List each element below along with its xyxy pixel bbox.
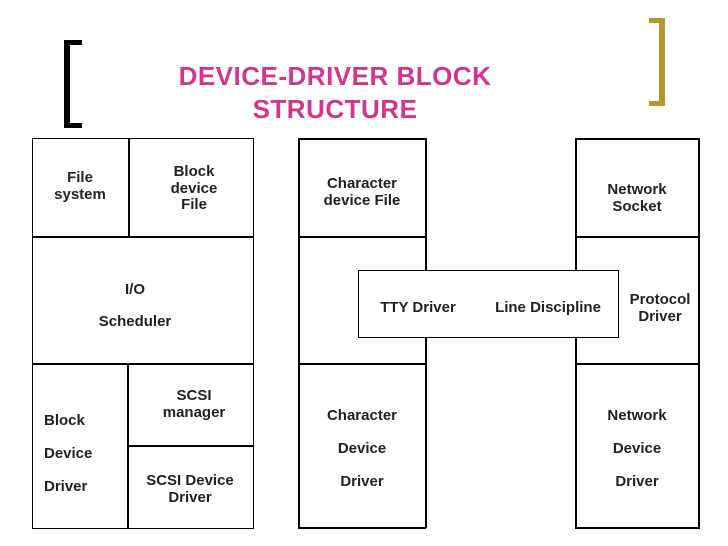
tty-driver-label: TTY Driver (380, 299, 456, 316)
network-device-driver-label: Network Device Driver (607, 407, 667, 490)
scheduler-label: Scheduler (98, 313, 172, 330)
block-device-driver-label: Block Device Driver (44, 412, 93, 495)
left-hline-1 (32, 236, 254, 238)
left-column-frame (32, 138, 254, 529)
block-device-file-label: Block device File (170, 163, 218, 213)
network-socket-label: Network Socket (607, 181, 667, 215)
tty-box (358, 270, 619, 338)
file-system-label: File system (54, 169, 106, 203)
left-divider-top (128, 138, 130, 236)
diagram-title: DEVICE-DRIVER BLOCK STRUCTURE (178, 61, 492, 124)
io-label: I/O (124, 281, 145, 298)
protocol-driver-label: Protocol Driver (629, 291, 691, 325)
line-discipline-label: Line Discipline (495, 299, 601, 316)
scsi-manager-label: SCSI manager (162, 387, 226, 421)
left-hline-2 (32, 363, 254, 365)
character-device-file-label: Character device File (323, 175, 401, 209)
character-device-driver-label: Character Device Driver (326, 407, 398, 490)
left-hline-3 (127, 445, 254, 447)
scsi-device-driver-label: SCSI Device Driver (146, 472, 234, 506)
